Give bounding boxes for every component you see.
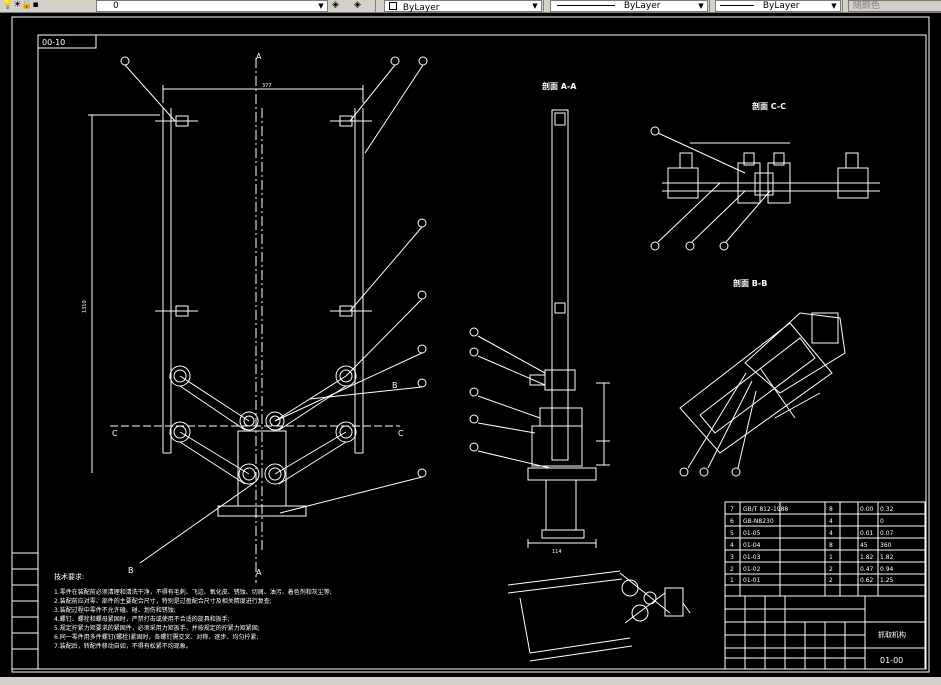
bom-cell: 0.47	[860, 566, 874, 573]
section-aa-title: 剖面 A-A	[542, 81, 577, 91]
lineweight-value: ByLayer	[762, 1, 800, 11]
section-cc-title: 剖面 C-C	[752, 101, 786, 111]
dimension-height: 1310	[82, 300, 88, 313]
tech-requirements-title: 技术要求:	[54, 572, 84, 581]
section-label-c-right: C	[398, 429, 404, 438]
title-block-grid	[724, 595, 926, 670]
bom-cell: 0.62	[860, 577, 874, 584]
chevron-down-icon[interactable]: ▼	[318, 2, 324, 10]
tech-note: 7.装配后，转配件移动自如，不得有松紧不均现象。	[54, 642, 192, 650]
color-dropdown[interactable]: ByLayer ▼	[384, 0, 542, 12]
bom-cell: 1.82	[880, 554, 894, 561]
section-aa-view	[469, 109, 610, 548]
layer-dropdown[interactable]: 0 ▼	[96, 0, 328, 12]
tech-note: 2.装配前应对零、部件的主要配合尺寸，特别是过盈配合尺寸及相关精度进行复查;	[54, 597, 272, 605]
side-strip	[11, 552, 39, 670]
tech-note: 4.螺钉、螺栓和螺母紧固时，严禁打击或使用不合适的旋具和扳手;	[54, 615, 230, 623]
bom-cell: 2	[829, 566, 833, 573]
section-bb-title: 剖面 B-B	[733, 278, 767, 288]
bom-cell: 5	[730, 530, 734, 537]
bom-cell: 7	[730, 506, 734, 513]
section-label-a-top: A	[256, 52, 262, 61]
bom-cell: 0	[880, 518, 884, 525]
inner-frame	[37, 34, 927, 670]
section-cc-view	[650, 126, 880, 251]
bom-cell: 0.01	[860, 530, 874, 537]
bom-cell: 8	[829, 506, 833, 513]
bom-cell: 6	[730, 518, 734, 525]
color-value: ByLayer	[402, 3, 440, 13]
dimension-bottom: 114	[552, 549, 562, 555]
tech-note: 6.同一零件用多件螺钉(螺栓)紧固时，各螺钉需交叉、对称、逐步、均匀拧紧;	[54, 633, 258, 641]
bom-table-grid	[724, 501, 926, 597]
bom-cell: 0.32	[880, 506, 894, 513]
bom-cell: 0.94	[880, 566, 894, 573]
bom-cell: 4	[829, 530, 833, 537]
lineweight-dropdown[interactable]: ByLayer ▼	[715, 0, 841, 12]
dimension-width: 377	[262, 83, 272, 89]
tech-note: 5.规定拧紧力矩要求的紧固件，必须采用力矩扳手，并按规定的拧紧力矩紧固;	[54, 624, 260, 632]
bom-cell: 01-02	[743, 566, 761, 573]
section-bb-view	[679, 312, 846, 477]
plotstyle-dropdown[interactable]: 随颜色	[848, 0, 941, 12]
side-strip-cells	[12, 568, 38, 650]
main-view	[88, 56, 428, 583]
bom-cell: 2	[730, 566, 734, 573]
linetype-sample	[557, 5, 615, 6]
code-box	[37, 34, 97, 49]
isometric-view	[507, 570, 691, 662]
chevron-down-icon[interactable]: ▼	[831, 2, 837, 10]
bom-cell: 360	[880, 542, 892, 549]
bom-cell: 8	[829, 542, 833, 549]
tech-notes: 1.零件在装配前必须清理和清洗干净，不得有毛刺、飞边、氧化皮、锈蚀、切屑、油污、…	[54, 588, 332, 650]
bom-cell: 0.07	[880, 530, 894, 537]
bom-cell: 01-03	[743, 554, 761, 561]
title-block-name: 抓取机构	[878, 630, 906, 639]
drawing-canvas[interactable]: 00-10 A A C C B B 377 1310 114 剖面 A-A 剖面…	[0, 13, 941, 677]
outer-frame	[11, 16, 930, 673]
section-label-c-left: C	[112, 429, 118, 438]
bom-cell: 45	[860, 542, 868, 549]
linetype-dropdown[interactable]: ByLayer ▼	[550, 0, 708, 12]
bom-table-text: 7 GB/T 812-1988 8 0.00 0.32 6 GB-N8230 4…	[730, 506, 894, 584]
bom-cell: 01-05	[743, 530, 761, 537]
linetype-value: ByLayer	[623, 1, 661, 11]
section-label-b-bottom: B	[128, 566, 134, 575]
bom-cell: 1.82	[860, 554, 874, 561]
properties-toolbar: 💡☀🔓▪ 0 ▼ ◈ ◈ ByLayer ▼ ByLayer ▼ ByLayer…	[0, 0, 941, 13]
section-label-b-right: B	[392, 381, 398, 390]
bom-cell: 1.25	[880, 577, 894, 584]
bom-cell: 01-01	[743, 577, 761, 584]
bom-cell: GB-N8230	[743, 518, 774, 525]
layer-value: 0	[113, 1, 119, 11]
bom-cell: 3	[730, 554, 734, 561]
chevron-down-icon[interactable]: ▼	[532, 2, 538, 10]
command-line[interactable]	[0, 677, 941, 685]
bom-cell: 01-04	[743, 542, 761, 549]
plotstyle-value: 随颜色	[853, 1, 881, 11]
bom-cell: 1	[829, 554, 833, 561]
drawing-code-topleft: 00-10	[42, 38, 65, 47]
lineweight-sample	[720, 5, 754, 6]
tech-note: 1.零件在装配前必须清理和清洗干净，不得有毛刺、飞边、氧化皮、锈蚀、切屑、油污、…	[54, 588, 332, 596]
layer-previous-icon[interactable]: ◈	[354, 0, 361, 10]
bom-cell: 4	[730, 542, 734, 549]
layer-state-icons[interactable]: 💡☀🔓▪	[2, 0, 39, 10]
chevron-down-icon[interactable]: ▼	[698, 2, 704, 10]
section-label-a-bottom: A	[256, 568, 262, 577]
bom-cell: 2	[829, 577, 833, 584]
cad-drawing: 00-10 A A C C B B 377 1310 114 剖面 A-A 剖面…	[11, 16, 930, 673]
tech-note: 3.装配过程中零件不允许磕、碰、划伤和锈蚀;	[54, 606, 176, 614]
color-swatch-icon	[389, 2, 397, 10]
make-current-layer-icon[interactable]: ◈	[332, 0, 339, 10]
bom-cell: 0.00	[860, 506, 874, 513]
bom-cell: 4	[829, 518, 833, 525]
bom-cell: 1	[730, 577, 734, 584]
title-block-code: 01-00	[880, 656, 903, 665]
bom-cell: GB/T 812-1988	[743, 506, 788, 513]
